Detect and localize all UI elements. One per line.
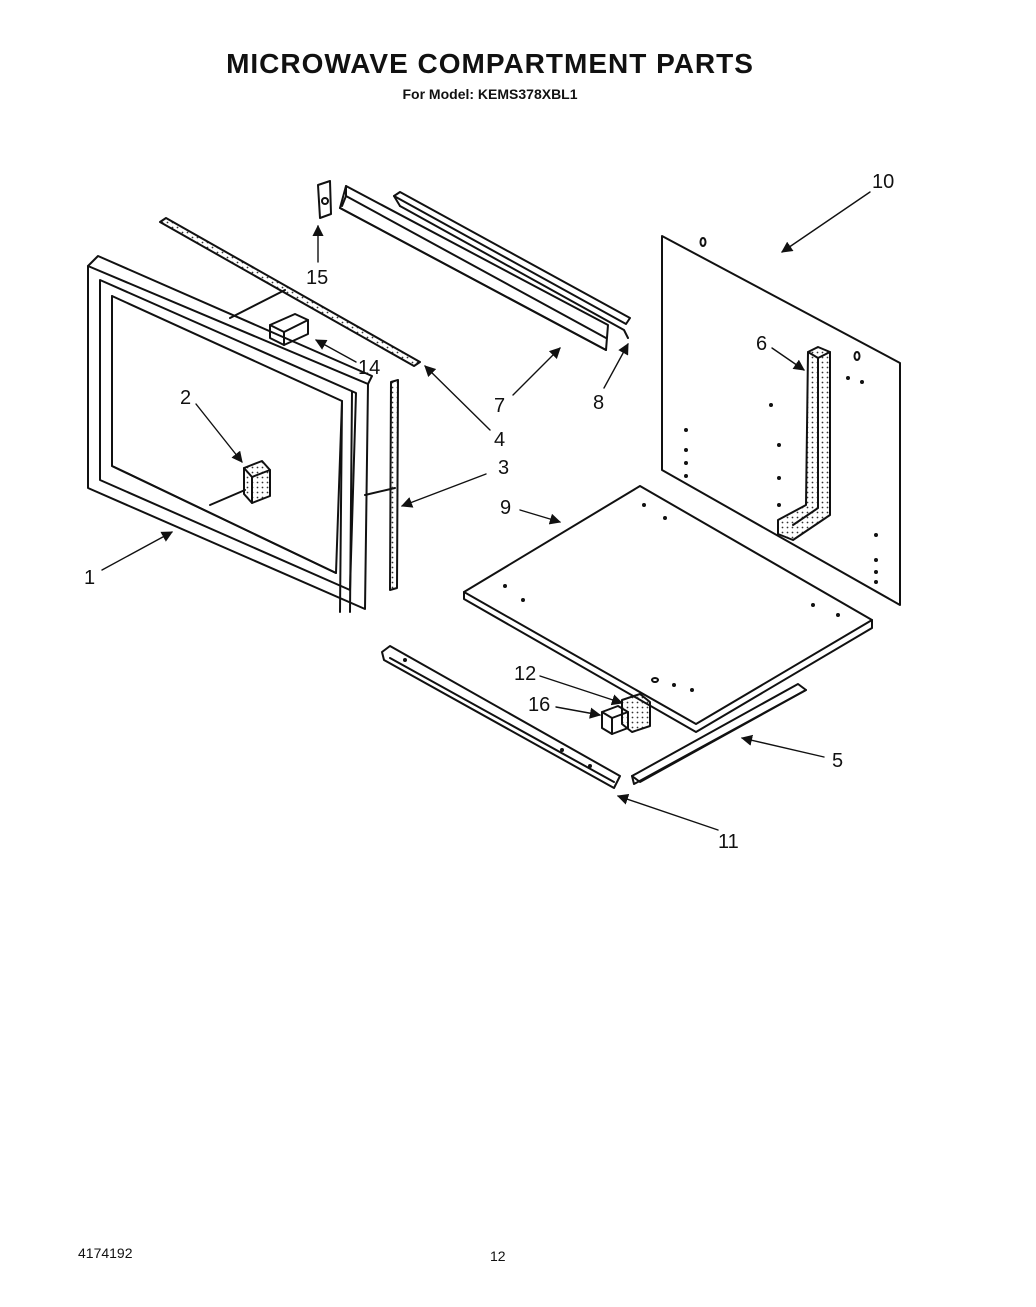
part-11-bottom-rail bbox=[381, 645, 621, 789]
callout-7: 7 bbox=[494, 395, 505, 417]
callout-5: 5 bbox=[832, 750, 843, 772]
part-5-bottom-rail bbox=[631, 683, 807, 785]
callout-6: 6 bbox=[756, 333, 767, 355]
callout-15: 15 bbox=[306, 267, 328, 289]
callout-1: 1 bbox=[84, 567, 95, 589]
part-10-rear-panel bbox=[661, 235, 901, 606]
part-3-gasket-strip bbox=[389, 379, 399, 591]
part-1-front-frame bbox=[87, 255, 396, 613]
part-15-clip bbox=[317, 180, 332, 219]
callout-4: 4 bbox=[494, 429, 505, 451]
page-number: 12 bbox=[490, 1248, 506, 1264]
document-number: 4174192 bbox=[78, 1245, 133, 1261]
callout-16: 16 bbox=[528, 694, 550, 716]
callout-9: 9 bbox=[500, 497, 511, 519]
callout-11: 11 bbox=[718, 831, 739, 853]
callout-10: 10 bbox=[872, 171, 894, 193]
part-16-foot bbox=[601, 705, 629, 735]
callout-14: 14 bbox=[358, 357, 380, 379]
page-title: MICROWAVE COMPARTMENT PARTS bbox=[226, 48, 754, 79]
part-9-bottom-plate bbox=[463, 485, 873, 733]
leader-lines bbox=[101, 191, 871, 831]
part-14-bracket bbox=[269, 313, 309, 346]
callout-3: 3 bbox=[498, 457, 509, 479]
part-8-top-channel bbox=[393, 191, 631, 339]
part-4-gasket-strip bbox=[159, 217, 421, 367]
callout-12: 12 bbox=[514, 663, 536, 685]
part-7-top-rail bbox=[339, 185, 609, 351]
part-6-foam-duct bbox=[777, 346, 831, 541]
part-2-block bbox=[243, 460, 271, 504]
callout-2: 2 bbox=[180, 387, 191, 409]
model-subtitle: For Model: KEMS378XBL1 bbox=[402, 86, 578, 102]
callout-8: 8 bbox=[593, 392, 604, 414]
